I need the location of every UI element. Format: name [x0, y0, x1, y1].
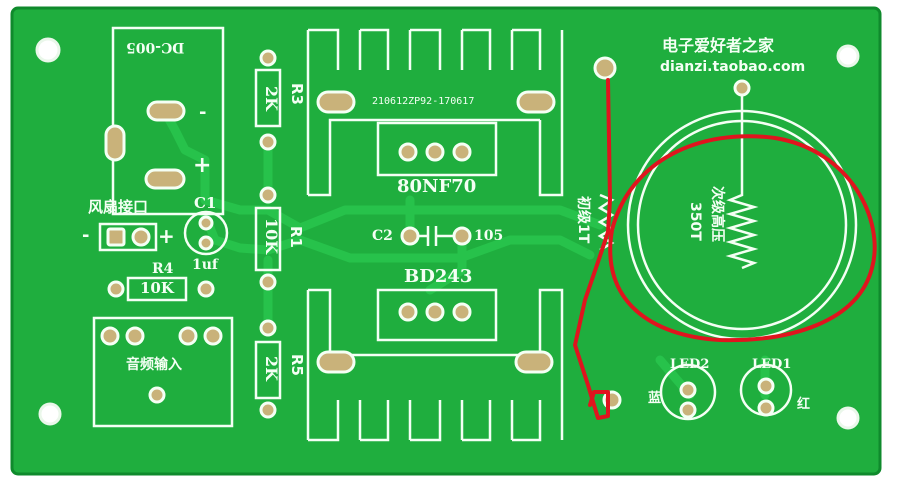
- audio-input-label: 音频输入: [126, 357, 182, 373]
- fan-plus-label: +: [158, 224, 175, 248]
- led1-label: LED1: [752, 357, 792, 372]
- led1-pad-2: [757, 399, 775, 417]
- mounting-holes: [35, 37, 860, 430]
- c1-value-label: 1uf: [192, 257, 218, 273]
- r4-pad-1: [107, 280, 125, 298]
- led2-pad-1: [679, 381, 697, 399]
- led2-color-label: 蓝: [648, 391, 662, 406]
- audio-pad-5: [148, 386, 166, 404]
- q2-label: BD243: [404, 266, 473, 287]
- r5-value-label: 2K: [262, 356, 281, 382]
- q1-pad-2: [425, 142, 445, 162]
- fan-connector-outline: [98, 222, 158, 252]
- dc-pad-2: [144, 168, 186, 190]
- audio-pad-1: [100, 326, 120, 346]
- r1-value-label: 10K: [262, 218, 281, 255]
- r5-pad-1: [259, 319, 277, 337]
- red-marker-annotations: [573, 78, 877, 420]
- red-marker-circle: [608, 134, 877, 343]
- c1-pad-1: [198, 215, 214, 231]
- dc-minus-label: -: [199, 102, 207, 123]
- primary-coil-pad-top: [593, 56, 617, 80]
- pcb-code-label: 210612ZP92-170617: [372, 96, 475, 107]
- led1-pad-1: [757, 377, 775, 395]
- r4-label: R4: [152, 261, 174, 277]
- secondary-turns-label: 350T: [687, 202, 703, 241]
- dc-plus-label: +: [193, 153, 212, 178]
- fan-pad-1: [106, 227, 126, 247]
- secondary-coil-zigzag: [725, 95, 759, 270]
- copper-pads: [100, 49, 775, 419]
- r1-outline: [254, 206, 282, 272]
- r1-pad-2: [259, 273, 277, 291]
- r5-pad-2: [259, 401, 277, 419]
- audio-pad-3: [178, 326, 198, 346]
- r3-pad-2: [259, 133, 277, 151]
- heatsink-top-outline: [306, 28, 564, 197]
- silkscreen-outlines: [92, 26, 858, 442]
- c2-label: C2: [372, 228, 393, 244]
- led2-outline: [659, 363, 717, 421]
- led2-pad-2: [679, 401, 697, 419]
- audio-pad-2: [125, 326, 145, 346]
- fan-minus-label: -: [82, 225, 90, 246]
- red-marker-line: [573, 78, 612, 420]
- dc-pad-3: [104, 124, 126, 162]
- brand-label: 电子爱好者之家: [662, 36, 775, 55]
- dc-jack-outline: [111, 26, 225, 216]
- audio-input-outline: [92, 316, 234, 428]
- c1-label: C1: [194, 194, 217, 212]
- dc-jack-label: DC-005: [126, 39, 185, 55]
- r4-pad-2: [197, 280, 215, 298]
- r5-outline: [254, 340, 282, 400]
- secondary-coil-label: 次级高压: [709, 186, 725, 242]
- q1-pad-1: [398, 142, 418, 162]
- heatsink-slot-1: [316, 90, 356, 114]
- mounting-hole-bottom-right: [836, 406, 860, 430]
- r1-pad-1: [259, 186, 277, 204]
- heatsink-bottom-outline: [306, 288, 564, 442]
- r3-value-label: 2K: [262, 86, 281, 112]
- led2-label: LED2: [670, 357, 710, 372]
- fan-port-label: 风扇接口: [88, 198, 149, 216]
- q2-body-outline: [376, 288, 498, 342]
- c2-pad-1: [400, 226, 420, 246]
- r3-outline: [254, 68, 282, 128]
- mounting-hole-top-right: [836, 44, 860, 68]
- led1-color-label: 红: [797, 397, 811, 412]
- q2-pad-1: [398, 302, 418, 322]
- c2-value-label: 105: [474, 228, 504, 244]
- q1-label: 80NF70: [397, 176, 477, 197]
- q2-pad-3: [452, 302, 472, 322]
- r5-label: R5: [288, 354, 306, 376]
- c2-pad-2: [452, 226, 472, 246]
- r4-value-label: 10K: [140, 279, 174, 297]
- heatsink-slot-3: [316, 350, 356, 374]
- q1-body-outline: [376, 121, 498, 177]
- secondary-coil-pad: [733, 79, 751, 97]
- primary-coil-label: 初级1T: [575, 196, 591, 244]
- heatsink-slot-2: [516, 90, 556, 114]
- q2-pad-2: [425, 302, 445, 322]
- audio-pad-4: [203, 326, 223, 346]
- r1-label: R1: [287, 226, 305, 248]
- r3-label: R3: [288, 83, 306, 105]
- heatsink-slot-4: [514, 350, 554, 374]
- fan-pad-2: [131, 227, 151, 247]
- mounting-hole-top-left: [35, 37, 61, 63]
- brand-url-label: dianzi.taobao.com: [660, 59, 806, 75]
- dc-pad-1: [146, 100, 186, 122]
- c1-pad-2: [198, 235, 214, 251]
- q1-pad-3: [452, 142, 472, 162]
- r3-pad-1: [259, 49, 277, 67]
- r4-outline: [126, 276, 188, 302]
- c1-outline: [183, 210, 229, 256]
- mounting-hole-bottom-left: [38, 402, 62, 426]
